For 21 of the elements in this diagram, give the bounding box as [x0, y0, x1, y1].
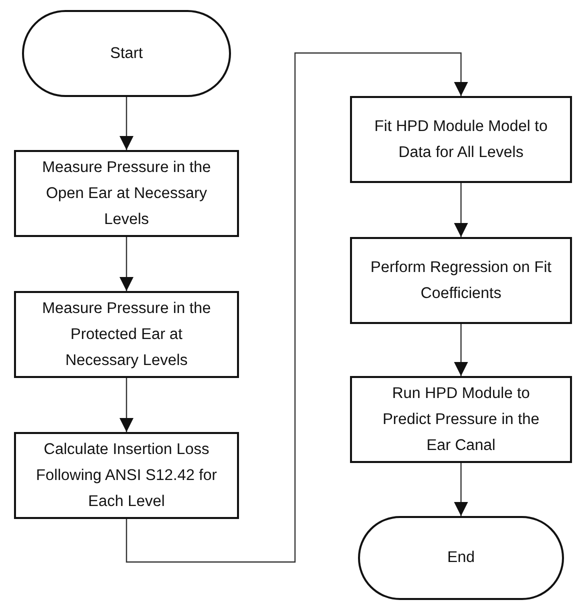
node-label: Fit HPD Module Model to Data for All Levels [373, 116, 549, 162]
arrow [120, 378, 134, 432]
node-label: Calculate Insertion Loss Following ANSI S12.42 for Each Level [35, 440, 218, 512]
node-label: Run HPD Module to Predict Pressure in the Ear Canal [382, 384, 540, 456]
process-box [350, 237, 572, 324]
process-box [350, 96, 572, 183]
arrow [454, 183, 468, 237]
arrow [120, 237, 134, 291]
process-box [14, 291, 239, 378]
node-label: End [447, 548, 475, 568]
node-label: Start [110, 44, 143, 64]
process-box [350, 376, 572, 463]
arrow [454, 324, 468, 376]
arrow [454, 463, 468, 516]
node-label: Measure Pressure in the Protected Ear at Necessary Levels [41, 298, 212, 370]
arrow [126, 52, 468, 563]
node-label: Perform Regression on Fit Coefficients [370, 258, 552, 304]
node-label: Measure Pressure in the Open Ear at Necessary Levels [41, 158, 212, 230]
process-box [14, 432, 239, 519]
arrow [120, 97, 134, 150]
process-box [14, 150, 239, 237]
